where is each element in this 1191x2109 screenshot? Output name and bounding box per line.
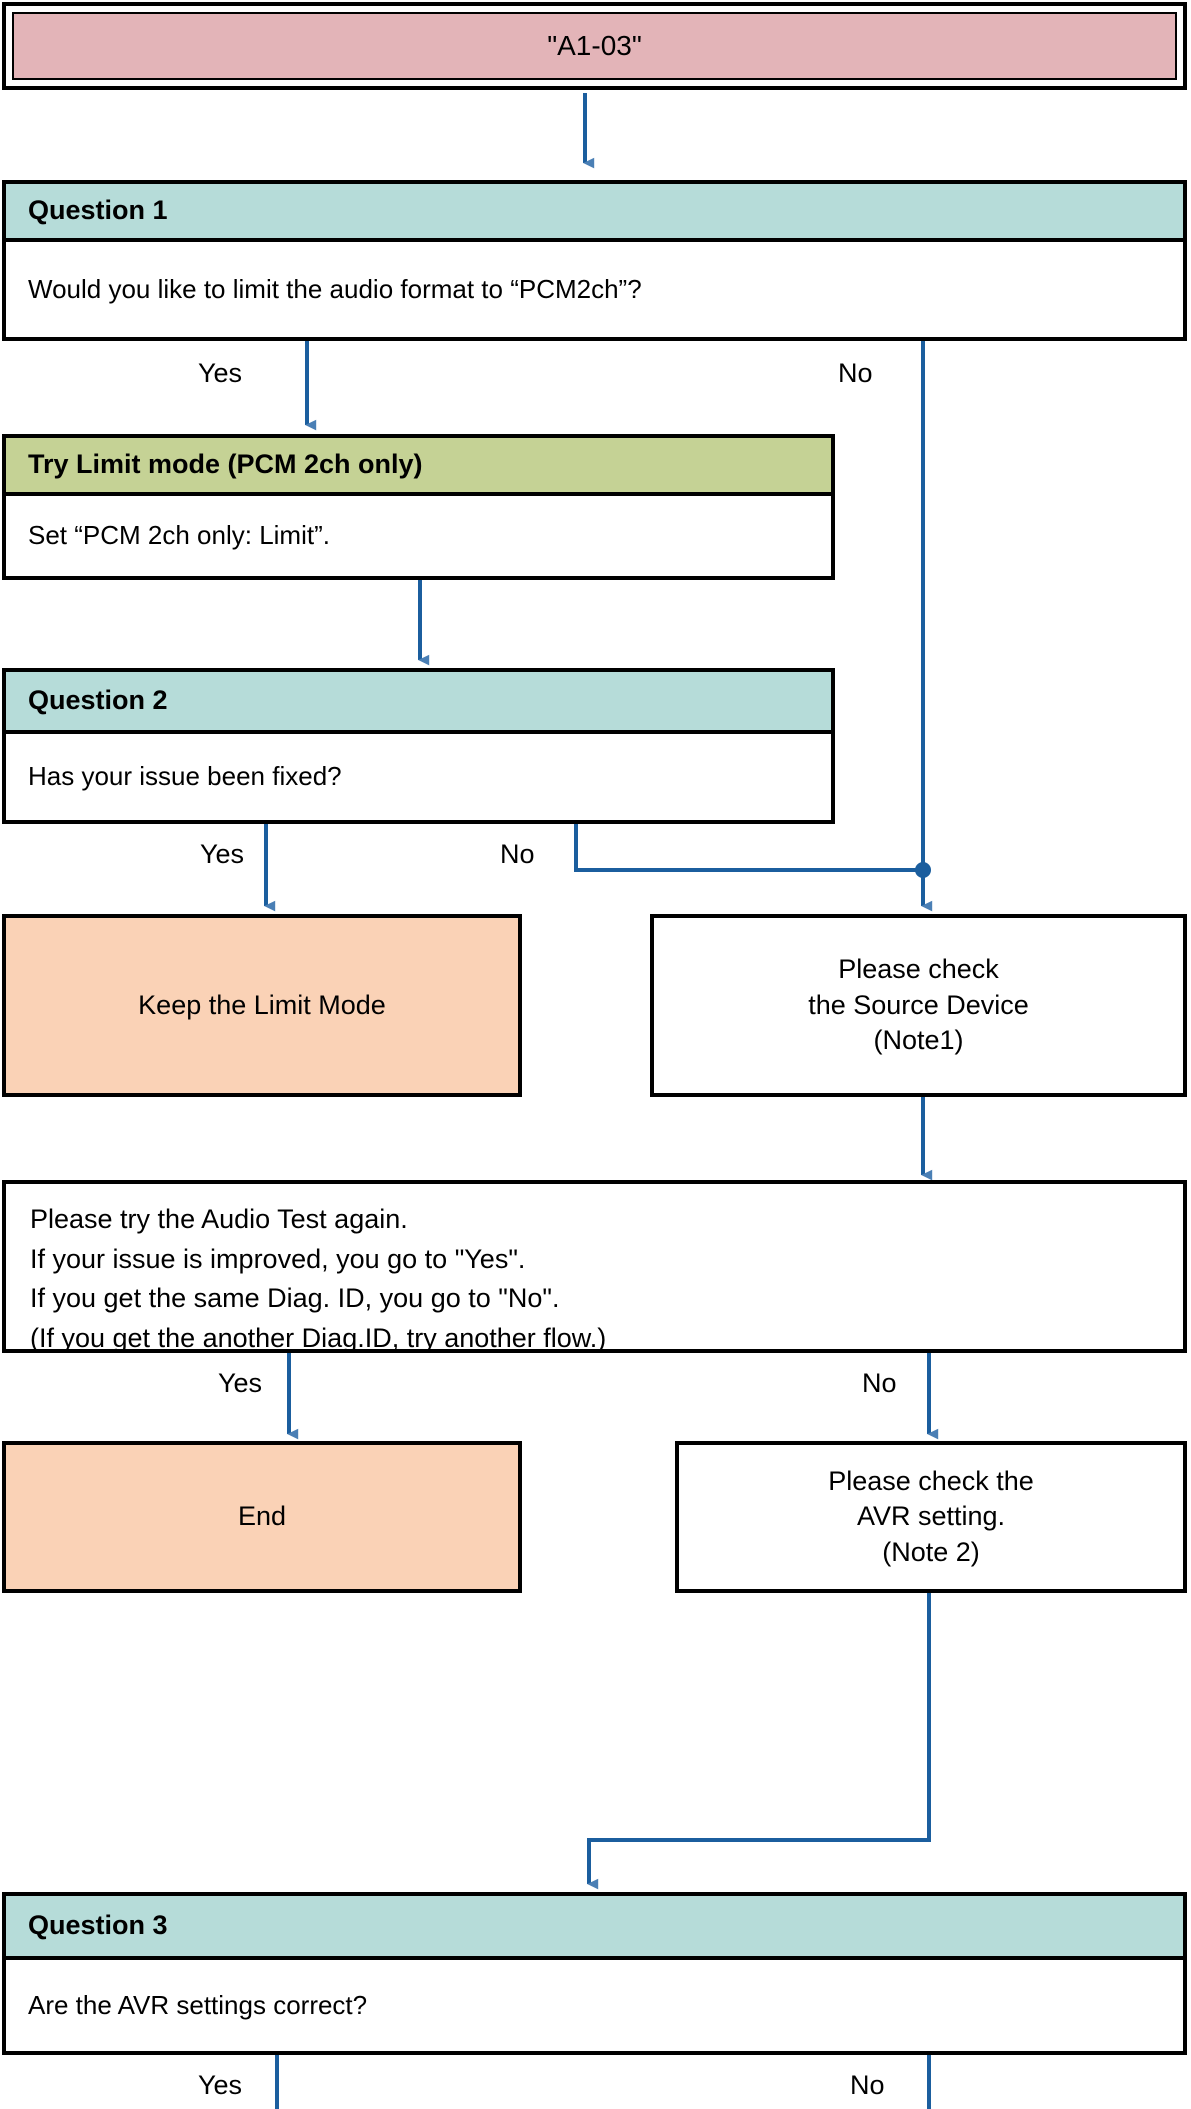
check-avr-line1: Please check the	[828, 1465, 1034, 1496]
start-node-label: "A1-03"	[12, 12, 1177, 80]
question1-text: Would you like to limit the audio format…	[28, 273, 642, 304]
question1-header: Question 1	[6, 184, 1183, 242]
audio-test-again-node: Please try the Audio Test again. If your…	[2, 1180, 1187, 1353]
question2-text: Has your issue been fixed?	[28, 761, 342, 792]
question2-no-label: No	[500, 839, 535, 869]
check-avr-line2: AVR setting.	[856, 1501, 1006, 1532]
audio-test-no-label: No	[862, 1368, 897, 1398]
audio-test-line1: Please try the Audio Test again.	[30, 1204, 408, 1234]
question2-node: Question 2 Has your issue been fixed?	[2, 668, 835, 824]
start-node: "A1-03"	[2, 2, 1187, 90]
check-avr-setting-node: Please check the AVR setting. (Note 2)	[675, 1441, 1187, 1593]
keep-limit-mode-node: Keep the Limit Mode	[2, 914, 522, 1097]
audio-test-line3: If you get the same Diag. ID, you go to …	[30, 1283, 560, 1314]
question1-node: Question 1 Would you like to limit the a…	[2, 180, 1187, 341]
edge-avr-to-q3	[587, 1593, 931, 1890]
check-source-device-line1: Please check	[838, 954, 999, 985]
limit-mode-node: Try Limit mode (PCM 2ch only) Set “PCM 2…	[2, 434, 835, 580]
keep-limit-mode-label: Keep the Limit Mode	[138, 989, 386, 1020]
limit-mode-header: Try Limit mode (PCM 2ch only)	[6, 438, 831, 496]
limit-mode-text: Set “PCM 2ch only: Limit”.	[28, 520, 330, 551]
check-source-device-line3: (Note1)	[873, 1025, 964, 1056]
merge-junction-dot	[915, 862, 931, 878]
audio-test-yes-label: Yes	[218, 1368, 263, 1398]
question3-node: Question 3 Are the AVR settings correct?	[2, 1892, 1187, 2055]
question2-yes-label: Yes	[200, 839, 245, 869]
question3-no-label: No	[850, 2070, 885, 2100]
check-avr-line3: (Note 2)	[882, 1536, 980, 1567]
end-node-label: End	[237, 1501, 287, 1532]
question1-no-label: No	[838, 358, 873, 388]
question2-header: Question 2	[6, 672, 831, 734]
check-source-device-node: Please check the Source Device (Note1)	[650, 914, 1187, 1097]
check-source-device-line2: the Source Device	[808, 989, 1029, 1020]
end-node: End	[2, 1441, 522, 1593]
question3-yes-label: Yes	[198, 2070, 243, 2100]
question1-yes-label: Yes	[198, 358, 243, 388]
question3-header: Question 3	[6, 1896, 1183, 1960]
edge-q2-no-to-junction	[574, 824, 923, 872]
audio-test-line4: (If you get the another Diag.ID, try ano…	[30, 1323, 607, 1354]
audio-test-line2: If your issue is improved, you go to "Ye…	[30, 1243, 526, 1274]
question3-text: Are the AVR settings correct?	[28, 1989, 368, 2020]
